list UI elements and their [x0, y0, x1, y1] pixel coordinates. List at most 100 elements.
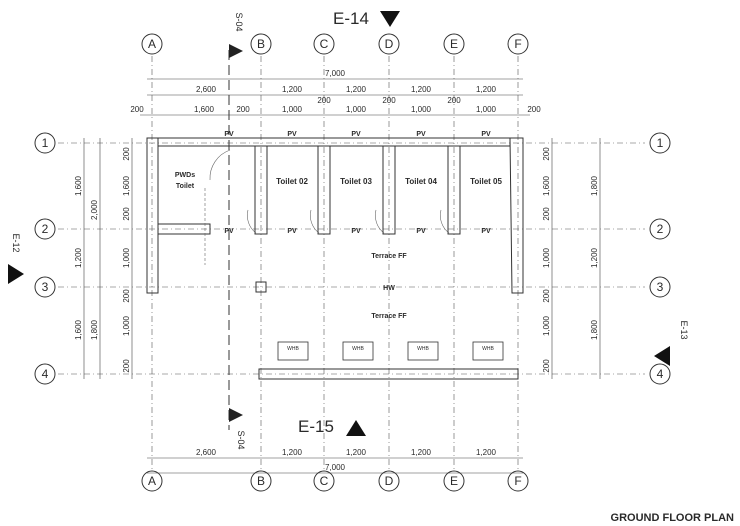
bubble-label-b-bottom: B	[257, 474, 265, 488]
dim-top-overall: 7,000	[325, 69, 346, 78]
room-label-pwd-line2: Toilet	[176, 183, 195, 190]
dim-top-row1-1: 2,600	[196, 85, 217, 94]
dim-left-mid-2: 1,800	[90, 319, 99, 340]
room-label-toilet-02: Toilet 02	[276, 177, 308, 186]
room-label-hallway: HW	[383, 285, 395, 292]
wall-right-outer	[509, 137, 524, 294]
drawing-title: GROUND FLOOR PLAN	[611, 512, 734, 524]
dim-bottom-row1-2: 1,200	[282, 448, 303, 457]
dim-top-row1-3: 1,200	[346, 85, 367, 94]
dim-top-row1-5: 1,200	[476, 85, 497, 94]
pv-label-top-3: PV	[351, 131, 361, 138]
pv-label-mid-5: PV	[481, 228, 491, 235]
dim-left-inner-5: 200	[122, 289, 131, 303]
walls	[146, 137, 524, 380]
bubble-a-top	[141, 33, 163, 55]
bubble-label-2-right: 2	[657, 222, 664, 236]
dim-bottom-row1-4: 1,200	[411, 448, 432, 457]
wall-d	[382, 145, 396, 235]
wash-basin-1	[277, 341, 309, 361]
dim-left-outer-1: 1,600	[74, 175, 83, 196]
elevation-label-right: E-13	[679, 320, 689, 339]
dim-top-row2-7: 200	[382, 96, 396, 105]
dim-left-inner-6: 1,000	[122, 315, 131, 336]
dim-top-row2-4: 1,000	[282, 105, 303, 114]
dim-top-row2-6: 1,000	[346, 105, 367, 114]
wash-basin-2	[342, 341, 374, 361]
dim-right-inner-6: 1,000	[542, 315, 551, 336]
room-label-toilet-05: Toilet 05	[470, 177, 502, 186]
dim-bottom-row1-3: 1,200	[346, 448, 367, 457]
bubble-e-bottom	[443, 470, 465, 492]
bubble-label-c-top: C	[320, 37, 329, 51]
pv-label-mid-4: PV	[416, 228, 426, 235]
pv-label-top-4: PV	[416, 131, 426, 138]
bubble-label-f-bottom: F	[514, 474, 521, 488]
dim-right-inner-1: 200	[542, 147, 551, 161]
dim-top-row2-11: 200	[527, 105, 541, 114]
bubble-c-bottom	[313, 470, 335, 492]
bubble-1-left	[34, 132, 56, 154]
grid-lines	[58, 56, 645, 470]
dim-right-outer-3: 1,800	[590, 319, 599, 340]
pv-label-mid-3: PV	[351, 228, 361, 235]
bubble-label-e-bottom: E	[450, 474, 458, 488]
wall-b	[254, 145, 268, 235]
bubble-d-top	[378, 33, 400, 55]
dim-bottom-overall: 7,000	[325, 463, 346, 472]
bubble-4-left	[34, 363, 56, 385]
elevation-arrow-right-icon	[654, 346, 670, 366]
pv-label-top-5: PV	[481, 131, 491, 138]
terrace-parapet	[258, 368, 519, 380]
dimension-lines-right	[551, 138, 601, 379]
dim-right-inner-7: 200	[542, 359, 551, 373]
wall-c	[317, 145, 331, 235]
dim-right-outer-1: 1,800	[590, 175, 599, 196]
section-marker-bottom: S-04	[236, 430, 246, 449]
dim-bottom-row1-5: 1,200	[476, 448, 497, 457]
elevation-arrow-bottom-icon	[346, 420, 366, 436]
dim-top-row2-3: 200	[236, 105, 250, 114]
bubble-1-right	[649, 132, 671, 154]
room-label-terrace-lower: Terrace FF	[371, 313, 407, 320]
column-b3	[255, 281, 267, 293]
bubble-4-right	[649, 363, 671, 385]
section-arrow-bottom-icon	[229, 408, 243, 422]
section-arrow-top-icon	[229, 44, 243, 58]
bubble-c-top	[313, 33, 335, 55]
wash-basin-3	[407, 341, 439, 361]
bubble-label-d-top: D	[385, 37, 394, 51]
door-swing-02	[247, 209, 257, 234]
wall-top	[157, 137, 511, 147]
bubble-label-d-bottom: D	[385, 474, 394, 488]
door-swing-03	[310, 209, 320, 234]
dim-top-row1-4: 1,200	[411, 85, 432, 94]
bubble-b-top	[250, 33, 272, 55]
dim-top-row2-5: 200	[317, 96, 331, 105]
dim-left-outer-2: 1,200	[74, 247, 83, 268]
section-marker-top: S-04	[234, 12, 244, 31]
bubble-label-2-left: 2	[42, 222, 49, 236]
door-swing-05	[440, 209, 450, 234]
wall-e	[447, 145, 461, 235]
room-label-toilet-04: Toilet 04	[405, 177, 437, 186]
dim-top-row1-2: 1,200	[282, 85, 303, 94]
bubble-label-4-left: 4	[42, 367, 49, 381]
doors	[204, 149, 450, 265]
bubble-b-bottom	[250, 470, 272, 492]
bubble-label-e-top: E	[450, 37, 458, 51]
dim-right-inner-4: 1,000	[542, 247, 551, 268]
bubble-f-top	[507, 33, 529, 55]
dimension-lines-bottom	[147, 457, 523, 474]
column-bubbles-top	[141, 33, 529, 55]
dimension-lines-top	[140, 78, 530, 116]
dim-left-inner-4: 1,000	[122, 247, 131, 268]
room-label-pwd-line1: PWDs	[175, 172, 195, 179]
dim-left-inner-7: 200	[122, 359, 131, 373]
dim-right-outer-2: 1,200	[590, 247, 599, 268]
row-bubbles	[34, 132, 671, 385]
dim-top-row2-10: 1,000	[476, 105, 497, 114]
elevation-label-top: E-14	[333, 9, 369, 28]
dim-bottom-row1-1: 2,600	[196, 448, 217, 457]
dim-right-inner-5: 200	[542, 289, 551, 303]
